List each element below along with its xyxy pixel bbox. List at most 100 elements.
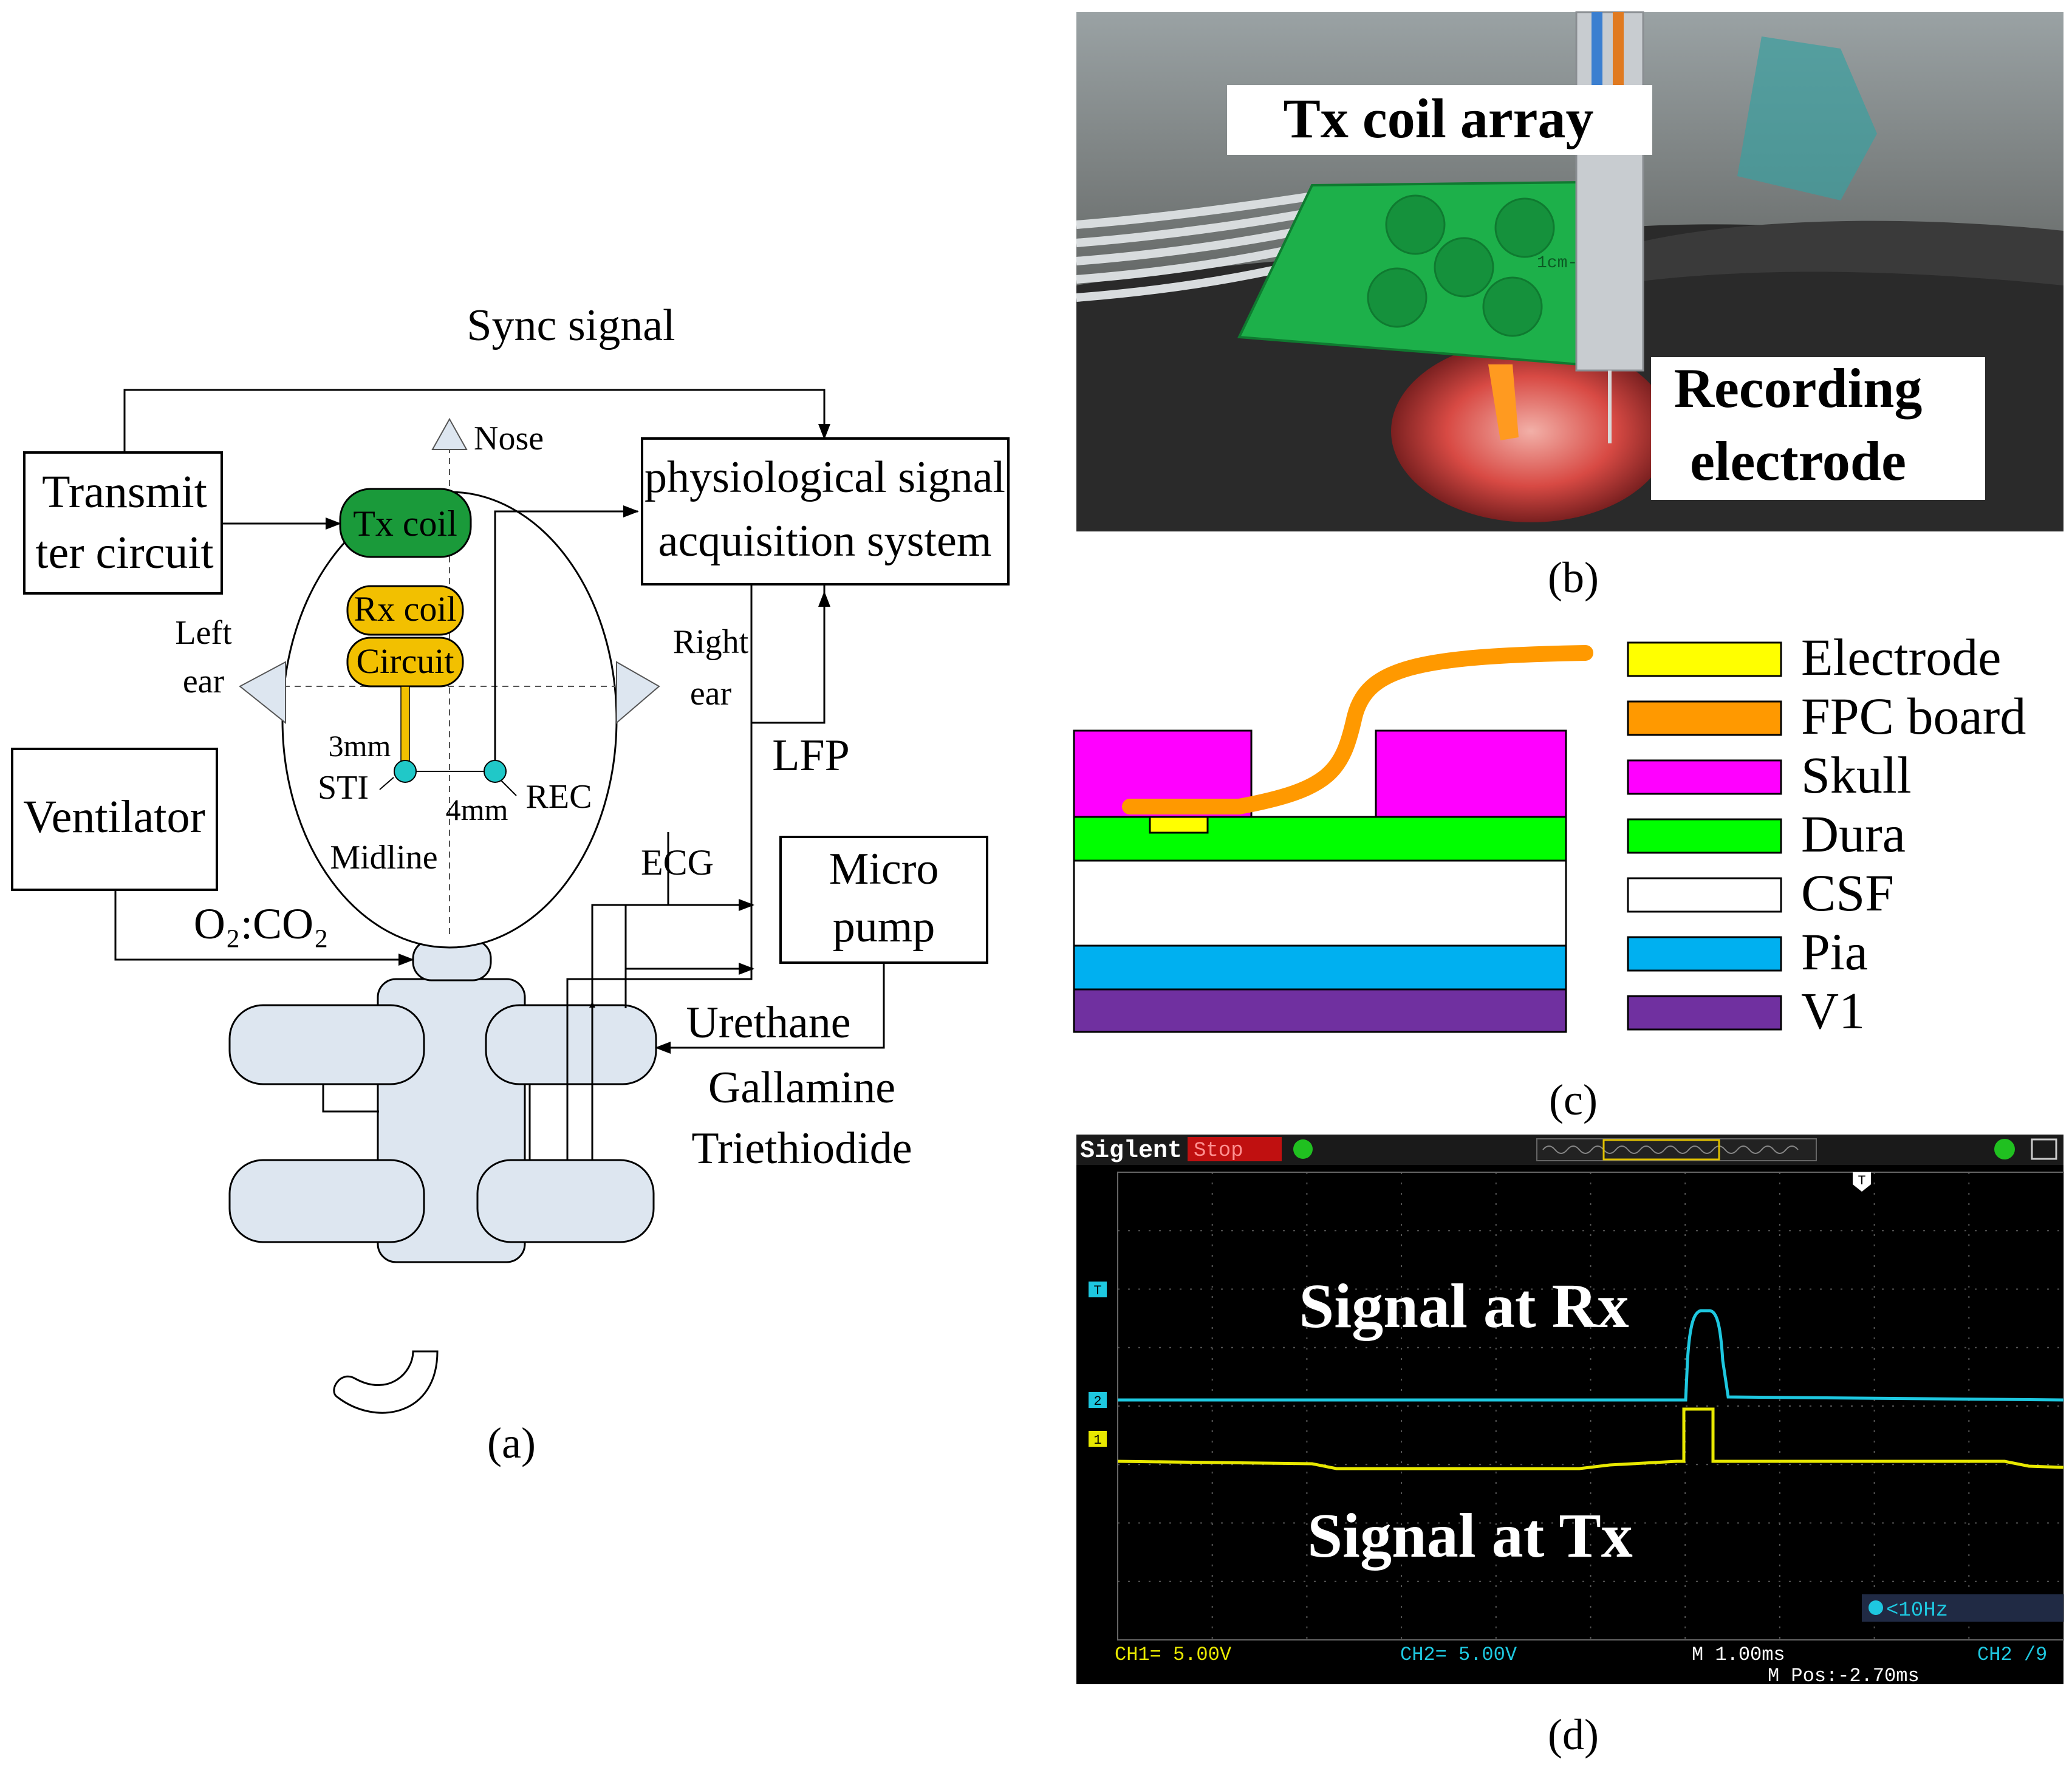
scope-usb-icon [1994,1139,2015,1159]
recording-label-line2: electrode [1690,430,1906,492]
four-mm-label: 4mm [446,793,508,827]
gallamine-label: Gallamine [708,1063,895,1113]
legend-swatch [1627,700,1782,736]
legend-label: Skull [1801,746,1912,804]
fpc-strip [1488,364,1519,440]
recording-electrode-label-box [1651,357,1985,500]
rx-coil-label: Rx coil [354,589,456,629]
sync-signal-connector [123,389,830,452]
ch2-trace [1118,1309,2064,1402]
tissue-layers [1073,729,1567,1033]
scope-run-icon[interactable] [1293,1139,1313,1159]
physiological-system-box [641,437,1010,585]
left-ear-label-line1: Left [175,614,232,652]
tx-coil-block [339,488,472,558]
tx-coil-label: Tx coil [353,504,457,544]
physio-label-line1: physiological signal [645,452,1005,502]
rec-label: REC [526,778,592,816]
scope-ch2-marker [1089,1392,1107,1408]
tx-coil-array-label: Tx coil array [1284,87,1594,149]
sti-electrode [394,760,417,783]
panel-a: Sync signal [11,301,1010,1467]
scope-memory-window [1602,1139,1720,1161]
three-mm-label: 3mm [329,729,391,763]
scope-ch2-marker-label: 2 [1093,1394,1101,1409]
skull-right [1375,729,1567,818]
pump-connector [655,963,885,1054]
scope-status-badge[interactable] [1188,1137,1282,1161]
sync-signal-label: Sync signal [467,301,675,350]
recording-electrode-rod [1575,11,1644,372]
scope-trigger-freq-box [1862,1594,2063,1622]
rec-electrode [484,760,507,783]
fpc-board-trace [1122,645,1593,814]
scope-ch2-scale: CH2= 5.00V [1400,1644,1517,1666]
rec-connector [494,505,639,767]
photo-wound [1391,340,1670,522]
sti-label: STI [318,769,369,807]
urethane-label: Urethane [686,998,850,1048]
caption-a: (a) [487,1419,536,1467]
scope-ch2-trigger: CH2 /9 [1977,1644,2047,1666]
scope-trigger-level-marker [1089,1282,1107,1297]
transmitter-circuit-box [23,451,223,595]
scope-trigger-time-marker [1853,1172,1871,1192]
sti-pointer [379,777,394,790]
panel-d: Siglent Stop T T 2 1 Signal at Rx Signal… [1076,1135,2064,1759]
caption-c: (c) [1549,1076,1598,1124]
scope-trigger-time-letter: T [1858,1173,1865,1189]
signal-tx-label: Signal at Tx [1307,1501,1633,1571]
scope-mpos: M Pos:-2.70ms [1768,1665,1920,1687]
scope-trigger-level-letter: T [1093,1283,1101,1299]
scope-screen [1076,1135,2063,1684]
scope-trigger-freq: <10Hz [1886,1599,1948,1622]
left-ear-marker [239,661,286,725]
ventilator-label: Ventilator [23,791,205,842]
legend-label: Pia [1801,923,1868,981]
v1-layer [1073,988,1567,1033]
legend-label: Electrode [1801,628,2001,686]
lfp-connector [751,591,830,724]
legend-label: V1 [1801,982,1865,1040]
rx-stem [400,686,410,769]
rat-body [228,939,657,1414]
ch1-trace [1117,1407,2064,1470]
nose-marker [431,417,468,450]
gas-label: O₂:CO₂ [194,900,329,948]
panel-b: 1cm-8 Tx coil array Recording electrode … [1076,11,2063,602]
right-ear-label-line2: ear [690,675,732,712]
electrode-contact [1149,816,1209,834]
legend-swatch [1627,818,1782,854]
legend-swatch [1627,641,1782,677]
ecg-connector [624,899,754,1008]
nose-label: Nose [474,420,544,457]
rec-pointer [501,780,517,796]
scope-ch1-marker [1089,1431,1107,1447]
legend-swatch [1627,936,1782,972]
scope-grid-border [1117,1172,2064,1640]
scope-memory-waveform [1542,1145,1799,1154]
dura-layer [1073,816,1567,862]
right-ear-label-line1: Right [673,623,749,661]
csf-layer [1073,859,1567,947]
micro-pump-box [779,836,988,964]
scope-timebase: M 1.00ms [1692,1644,1785,1666]
ventilator-connector [114,890,414,966]
circuit-label: Circuit [356,641,454,681]
physio-label-line2: acquisition system [658,516,992,566]
right-ear-marker [616,661,660,725]
legend-label: CSF [1801,864,1894,922]
legend-swatch [1627,995,1782,1031]
ventilator-box [11,748,218,891]
caption-d: (d) [1548,1710,1599,1759]
lfp-label: LFP [772,731,850,780]
scope-ch1-marker-label: 1 [1093,1433,1101,1448]
caption-b: (b) [1548,553,1599,602]
signal-rx-label: Signal at Rx [1299,1271,1629,1341]
ecg-label: ECG [641,842,714,882]
scope-battery-icon [2031,1138,2057,1160]
scope-trigger-freq-icon [1869,1600,1883,1615]
